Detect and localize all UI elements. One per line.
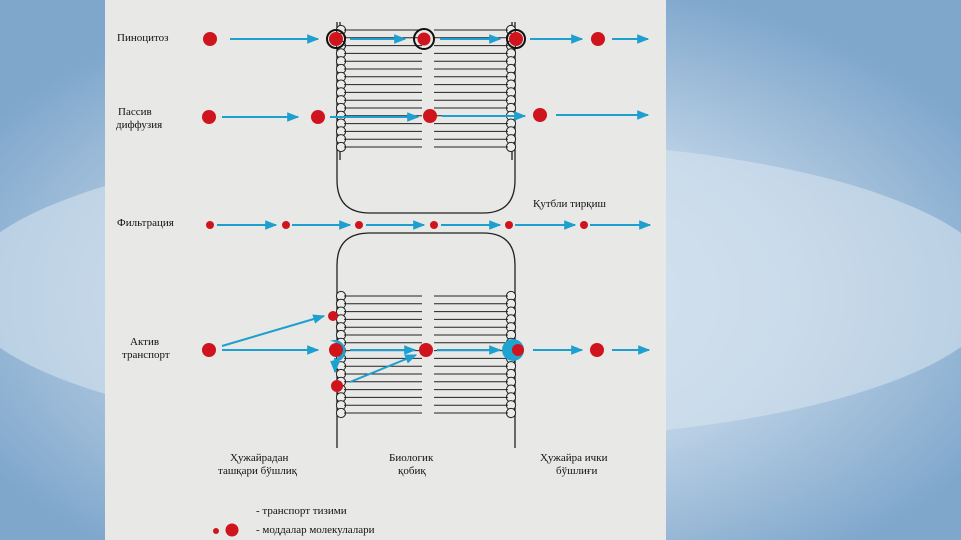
molecule-dot — [328, 311, 338, 321]
molecule-dot — [331, 380, 343, 392]
carriers — [230, 305, 524, 520]
label-filtration: Фильтрация — [117, 217, 174, 229]
label-inside-space-1: Ҳужайра ички — [540, 452, 608, 464]
molecule-dot — [533, 108, 547, 122]
molecule-dot — [206, 221, 214, 229]
label-outside-space-1: Ҳужайрадан — [230, 452, 289, 464]
legend-molecules: - моддалар молекулалари — [256, 524, 375, 536]
molecule-dot — [590, 343, 604, 357]
molecules — [202, 32, 605, 537]
molecule-dot — [329, 32, 343, 46]
carrier-icon — [330, 340, 346, 362]
molecule-dot — [311, 110, 325, 124]
legend-transport-system: - транспорт тизими — [256, 505, 347, 517]
label-passive-diffusion-2: диффузия — [116, 119, 163, 131]
label-active-transport-1: Актив — [130, 336, 160, 348]
molecule-dot — [355, 221, 363, 229]
molecule-dot — [419, 343, 433, 357]
label-inside-space-2: бўшлиғи — [556, 465, 598, 477]
molecule-dot — [202, 110, 216, 124]
label-outside-space-2: ташқари бўшлиқ — [218, 465, 297, 477]
molecule-dot — [512, 344, 524, 356]
lower-membrane — [335, 232, 517, 448]
label-pinocytosis: Пиноцитоз — [117, 32, 169, 44]
diagram-panel — [105, 0, 666, 540]
molecule-dot — [580, 221, 588, 229]
upper-membrane — [335, 22, 517, 214]
molecule-dot — [430, 221, 438, 229]
label-membrane-2: қобиқ — [398, 465, 426, 477]
molecule-dot — [329, 343, 343, 357]
label-active-transport-2: транспорт — [122, 349, 170, 361]
molecule-dot — [203, 32, 217, 46]
molecule-dot — [505, 221, 513, 229]
molecule-dot — [213, 528, 219, 534]
label-polar-pore: Қутбли тирқиш — [533, 198, 606, 210]
molecule-dot — [423, 109, 437, 123]
carrier-icon — [322, 375, 332, 395]
arrows — [217, 34, 652, 383]
molecule-dot — [282, 221, 290, 229]
label-passive-diffusion-1: Пассив — [118, 106, 152, 118]
molecule-dot — [225, 523, 239, 537]
molecule-dot — [202, 343, 216, 357]
molecule-dot — [591, 32, 605, 46]
carrier-icon — [230, 499, 242, 520]
molecule-dot — [509, 32, 523, 46]
label-membrane-1: Биологик — [389, 452, 434, 464]
molecule-dot — [417, 32, 431, 46]
